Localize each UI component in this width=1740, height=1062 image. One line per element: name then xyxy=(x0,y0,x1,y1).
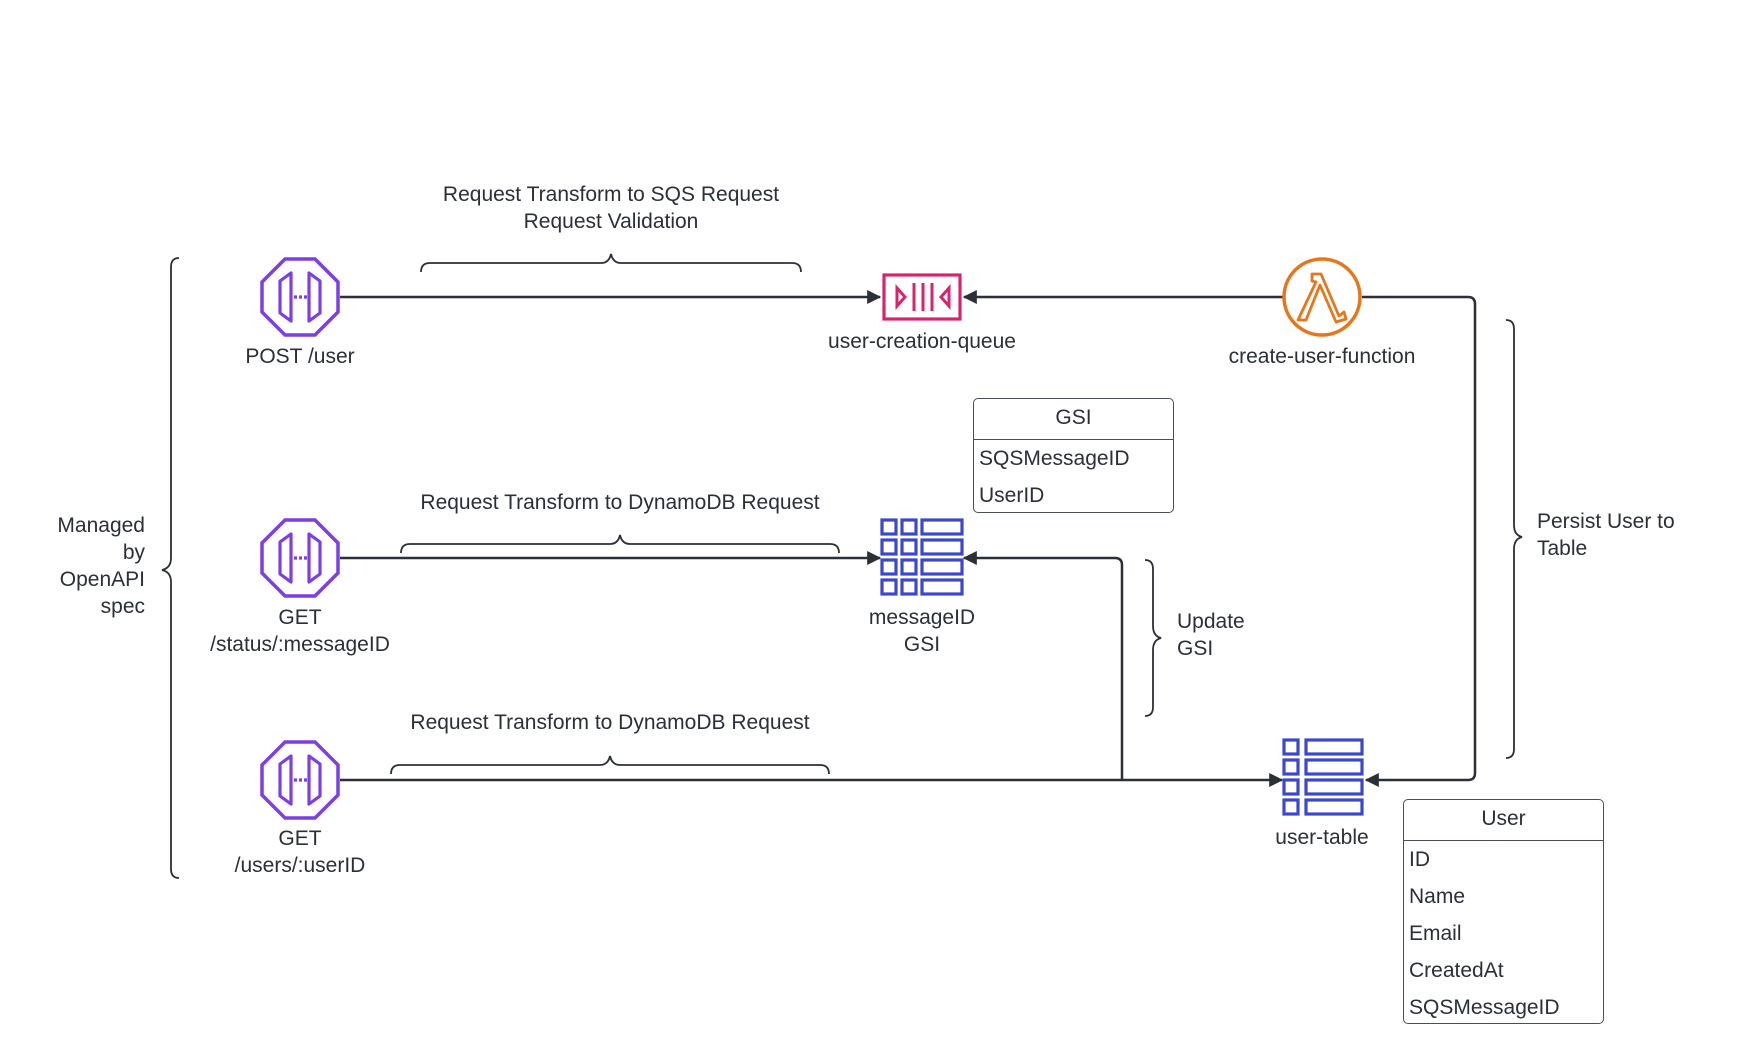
brace-sqs-transform xyxy=(420,253,802,273)
function-label: create-user-function xyxy=(1228,345,1416,368)
user-entity-title: User xyxy=(1404,800,1603,841)
brace-persist-user xyxy=(1505,319,1523,759)
gsi-entity-title: GSI xyxy=(974,399,1173,440)
dynamo-transform-status-label: Request Transform to DynamoDB Request xyxy=(420,491,820,514)
gsi-entity-box: GSI SQSMessageID UserID xyxy=(973,398,1174,513)
api-gateway-icon[interactable] xyxy=(260,740,340,820)
brace-dynamo-users xyxy=(390,755,830,775)
dynamodb-table-icon[interactable] xyxy=(880,518,964,596)
user-entity-field: Email xyxy=(1409,922,1462,945)
managed-spec-label: spec xyxy=(100,595,145,618)
gsi-sub-label: GSI xyxy=(903,633,941,656)
post-user-label: POST /user xyxy=(245,345,355,368)
get-status-path-label: /status/:messageID xyxy=(210,633,390,656)
gsi-label: messageID xyxy=(868,606,976,629)
table-label: user-table xyxy=(1275,826,1369,849)
dynamodb-table-icon[interactable] xyxy=(1282,738,1364,816)
user-entity-field: CreatedAt xyxy=(1409,959,1504,982)
get-users-label: GET xyxy=(278,827,322,850)
api-gateway-icon[interactable] xyxy=(260,257,340,337)
get-users-path-label: /users/:userID xyxy=(234,854,366,877)
queue-label: user-creation-queue xyxy=(828,330,1016,353)
table-to-gsi-arrow xyxy=(962,551,1124,780)
get-status-label: GET xyxy=(278,606,322,629)
gsi-entity-field: SQSMessageID xyxy=(979,447,1130,470)
sqs-validation-label: Request Validation xyxy=(523,210,699,233)
brace-dynamo-status xyxy=(400,534,840,554)
brace-update-gsi xyxy=(1144,559,1162,717)
brace-managed-openapi xyxy=(161,257,180,879)
lambda-to-table-arrow xyxy=(1362,295,1477,787)
gsi-entity-field: UserID xyxy=(979,484,1045,507)
user-entity-field: ID xyxy=(1409,848,1430,871)
user-entity-field: Name xyxy=(1409,885,1466,908)
managed-by-label: by xyxy=(122,541,145,564)
sqs-transform-label: Request Transform to SQS Request xyxy=(442,183,780,206)
update-gsi-label: Update GSI xyxy=(1177,610,1245,660)
lambda-icon[interactable] xyxy=(1282,257,1362,337)
dynamo-transform-users-label: Request Transform to DynamoDB Request xyxy=(410,711,810,734)
sqs-queue-icon[interactable] xyxy=(882,273,962,321)
managed-openapi-label: OpenAPI xyxy=(59,568,145,591)
user-entity-box: User ID Name Email CreatedAt SQSMessageI… xyxy=(1403,799,1604,1024)
user-entity-field: SQSMessageID xyxy=(1409,996,1560,1019)
api-gateway-icon[interactable] xyxy=(260,518,340,598)
managed-label: Managed xyxy=(57,514,145,537)
persist-user-label: Persist User to Table xyxy=(1537,510,1675,560)
